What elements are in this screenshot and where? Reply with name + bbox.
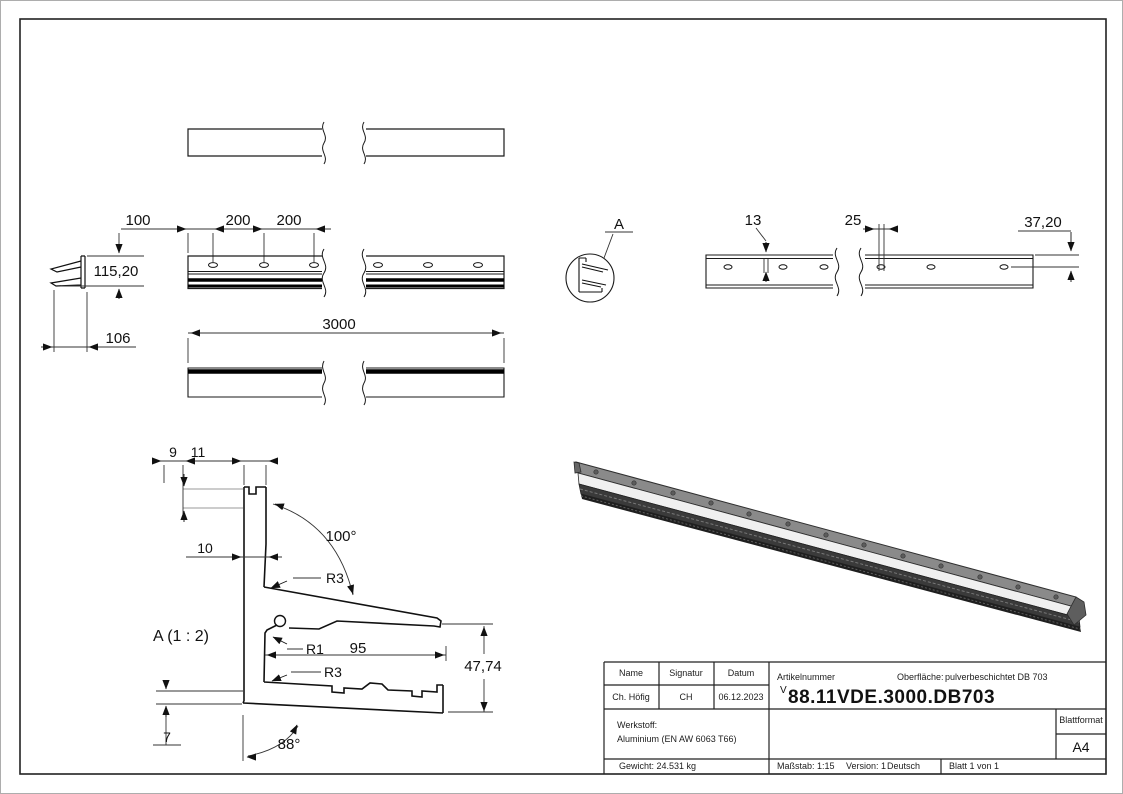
- material-value: Aluminium (EN AW 6063 T66): [617, 734, 737, 744]
- detail-circle: [565, 253, 615, 303]
- surface-label: Oberfläche:: [897, 672, 944, 682]
- dimension-lines: [187, 332, 505, 363]
- dim-r3-bottom-label: R3: [324, 664, 342, 680]
- signature-value: CH: [680, 692, 693, 702]
- break-line: [321, 248, 367, 298]
- label-mask: [457, 657, 510, 673]
- language-value: Deutsch: [887, 761, 920, 771]
- scale-value: Maßstab: 1:15: [777, 761, 835, 771]
- dim-47-74-label: 47,74: [464, 658, 502, 675]
- iso-start-cap: [573, 461, 582, 474]
- length-dimension: 3000: [187, 316, 505, 363]
- iso-light-band: [577, 472, 1080, 619]
- dim-100-label: 100: [125, 212, 150, 229]
- revision-mark: V: [780, 685, 787, 696]
- sheet-info-value: Blatt 1 von 1: [949, 761, 999, 771]
- bottom-view-outline: [187, 367, 505, 398]
- dimension-lines: [153, 460, 493, 761]
- format-label: Blattformat: [1059, 715, 1103, 725]
- dim-25-label: 25: [845, 212, 862, 229]
- dim-106-label: 106: [105, 330, 130, 347]
- right-view-outline: [705, 254, 1034, 289]
- title-block-grid: [603, 661, 1106, 774]
- version-value: Version: 1: [846, 761, 886, 771]
- reference-lines: [183, 488, 243, 509]
- surface-value: pulverbeschichtet DB 703: [945, 672, 1048, 682]
- iso-holes: [593, 469, 1059, 600]
- arrowheads: [762, 225, 1075, 282]
- date-label: Datum: [728, 668, 755, 678]
- dim-13-label: 13: [745, 212, 762, 229]
- right-view: 13 25 37,20: [705, 212, 1079, 297]
- iso-band-texture: [579, 488, 1080, 623]
- detail-mini-profile: [578, 257, 609, 293]
- dim-10-label: 10: [197, 540, 213, 556]
- sheet-border: [19, 18, 1107, 775]
- detail-a-label: A: [614, 216, 624, 233]
- article-number-label: Artikelnummer: [777, 672, 835, 682]
- signature-label: Signatur: [669, 668, 703, 678]
- section-a-label: A (1 : 2): [153, 628, 209, 645]
- break-line: [322, 121, 366, 165]
- name-label: Name: [619, 668, 643, 678]
- date-value: 06.12.2023: [718, 692, 763, 702]
- arrowheads: [43, 244, 123, 351]
- dim-88deg-label: 88°: [278, 736, 301, 753]
- section-view: 9 11 10 100° R3 R1 95 R3 47,74 7 88° A (…: [152, 444, 510, 761]
- break-line: [322, 360, 366, 406]
- dim-9-label: 9: [169, 444, 177, 460]
- section-outline: [242, 486, 444, 714]
- dim-11-label: 11: [191, 444, 206, 460]
- material-label: Werkstoff:: [617, 720, 657, 730]
- isometric-view: [573, 461, 1087, 632]
- bottom-view: [187, 360, 505, 406]
- article-number: 88.11VDE.3000.DB703: [788, 687, 995, 708]
- right-view-holes: [723, 264, 1009, 270]
- dim-200b-label: 200: [276, 212, 301, 229]
- dimension-lines: [755, 224, 1079, 273]
- dim-37-20-label: 37,20: [1024, 214, 1062, 231]
- label-mask: [87, 262, 145, 278]
- top-view: [187, 121, 505, 165]
- detail-leader: [603, 231, 633, 259]
- dim-r1-label: R1: [306, 641, 324, 657]
- side-profile-outline: [49, 255, 86, 289]
- dim-3000-label: 3000: [322, 316, 355, 333]
- dim-200-label: 200: [225, 212, 250, 229]
- iso-bottom-edge: [581, 494, 1081, 632]
- detail-callout: A: [565, 216, 633, 303]
- side-profile-view: 115,20 106: [41, 233, 145, 352]
- iso-dark-band: [578, 483, 1081, 628]
- front-view-outline: [187, 255, 505, 290]
- hole-pitch-dimensions: 100 200 200: [121, 212, 331, 262]
- weight-value: Gewicht: 24.531 kg: [619, 761, 696, 771]
- break-line: [834, 247, 864, 297]
- title-block: Name Signatur Datum Ch. Höfig CH 06.12.2…: [603, 661, 1106, 774]
- dim-115-20-label: 115,20: [94, 263, 139, 280]
- front-view-holes: [208, 262, 483, 268]
- name-value: Ch. Höfig: [612, 692, 650, 702]
- top-view-outline: [187, 128, 505, 157]
- section-bead: [273, 614, 287, 628]
- front-view-lines: [188, 271, 504, 275]
- format-value: A4: [1072, 739, 1089, 755]
- dimension-lines: [41, 233, 144, 352]
- dim-7-label: 7: [163, 729, 171, 745]
- dim-100deg-label: 100°: [325, 528, 356, 545]
- front-view: [187, 248, 505, 298]
- dim-r3-top-label: R3: [326, 570, 344, 586]
- dim-95-label: 95: [350, 640, 367, 657]
- dimension-lines: [121, 228, 331, 262]
- iso-end-cap: [1066, 596, 1087, 626]
- arrowheads: [152, 457, 488, 761]
